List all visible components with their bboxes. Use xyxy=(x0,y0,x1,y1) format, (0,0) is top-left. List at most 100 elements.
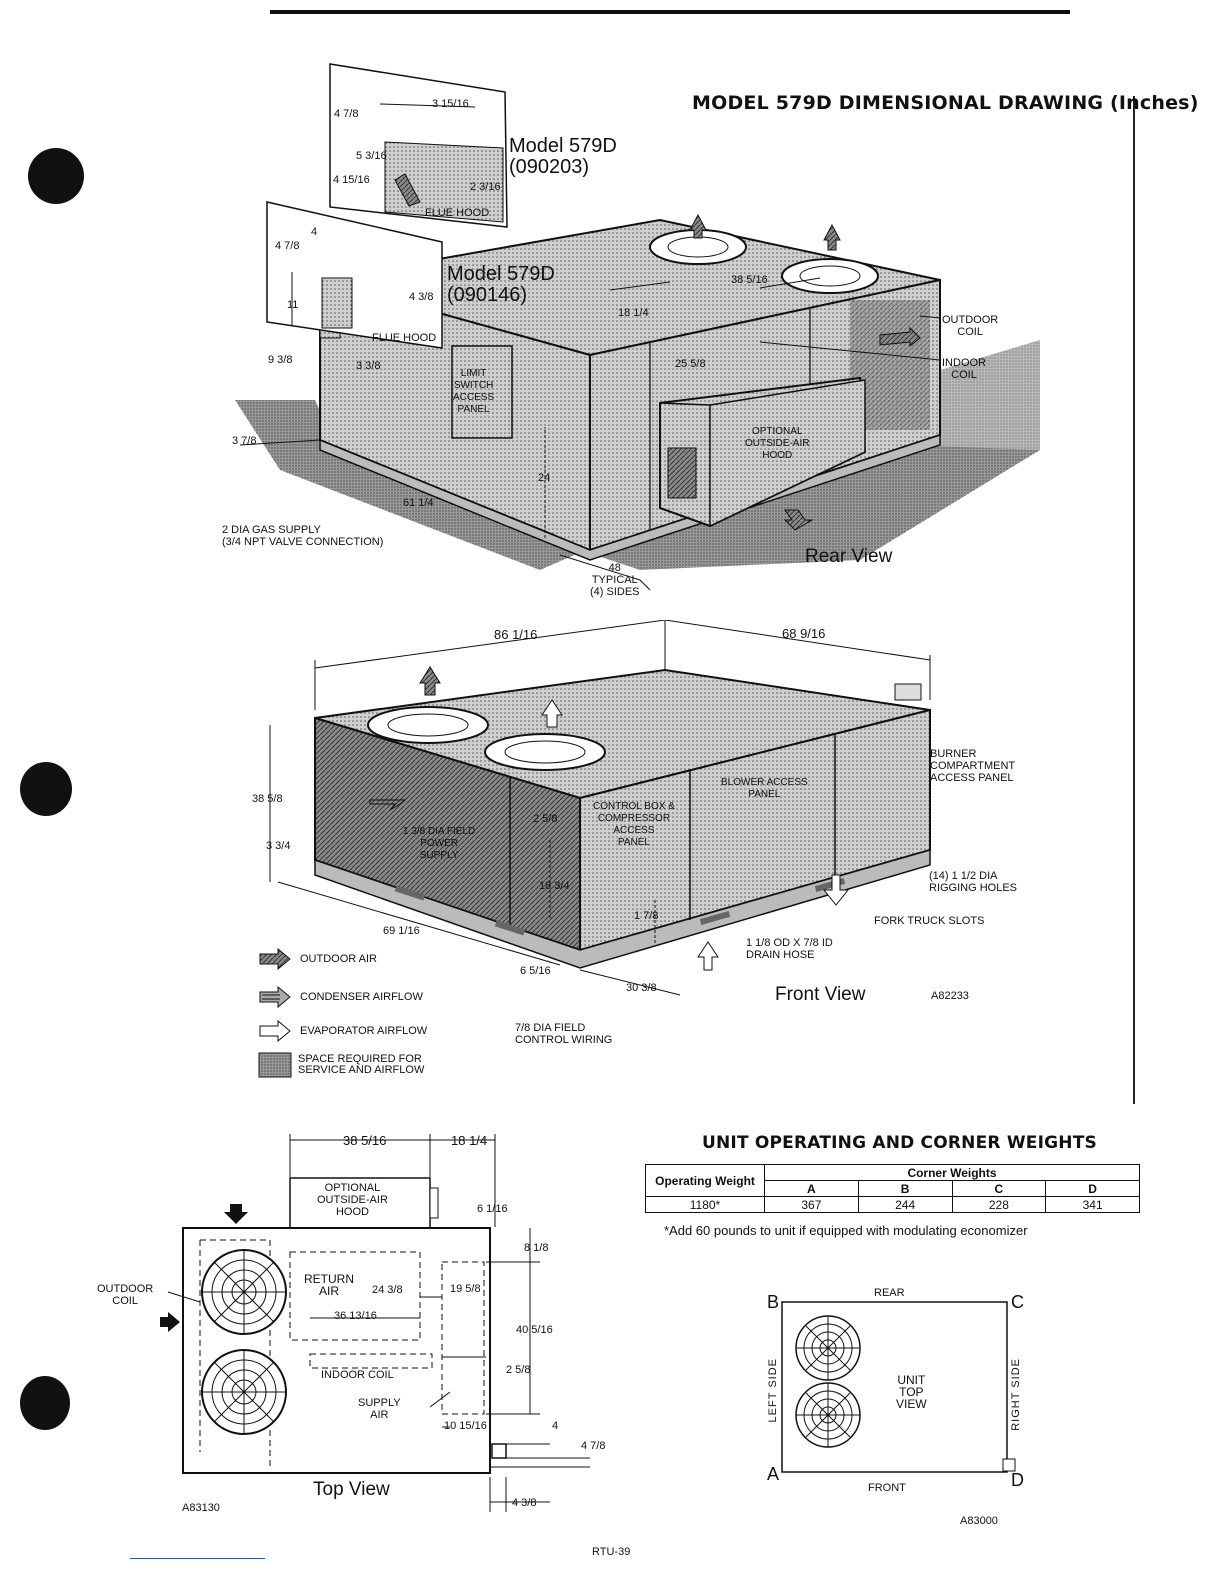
rear-dim-d6: 4 xyxy=(311,226,318,238)
col-c-header: C xyxy=(951,1180,1047,1197)
corner-d-cell: 341 xyxy=(1045,1196,1140,1213)
top-dim-t1: 38 5/16 xyxy=(343,1133,387,1148)
legend: OUTDOOR AIR CONDENSER AIRFLOW EVAPORATOR… xyxy=(258,946,518,1082)
weights-table: Operating Weight Corner Weights A B C D … xyxy=(645,1164,1140,1213)
control-panel-label: CONTROL BOX & COMPRESSOR ACCESS PANEL xyxy=(593,801,675,848)
corner-a-label: A xyxy=(767,1464,780,1484)
table-row: 1180* 367 244 228 341 xyxy=(645,1196,1140,1213)
top-dim-t11: 4 xyxy=(552,1420,559,1432)
front-view-drawing xyxy=(269,620,931,996)
rear-dim-d1: 4 7/8 xyxy=(334,108,359,120)
top-rule xyxy=(270,10,1070,14)
rear-dim-d16: 25 5/8 xyxy=(675,358,706,370)
corner-weights-header: Corner Weights xyxy=(764,1164,1140,1181)
rear-dim-d2: 3 15/16 xyxy=(432,98,469,110)
page-number: RTU-39 xyxy=(592,1546,631,1558)
operating-weight-cell: 1180* xyxy=(645,1196,765,1213)
top-view-drawing xyxy=(160,1134,590,1512)
front-dim-d4: 69 1/16 xyxy=(383,925,420,937)
model-a-label: Model 579D (090203) xyxy=(509,136,617,178)
top-dim-t13: 4 3/8 xyxy=(512,1497,537,1509)
limit-switch-panel-label: LIMIT SWITCH ACCESS PANEL xyxy=(453,368,495,415)
weights-note: *Add 60 pounds to unit if equipped with … xyxy=(664,1223,1028,1238)
legend-item: EVAPORATOR AIRFLOW xyxy=(258,1014,518,1048)
legend-item: SPACE REQUIRED FOR SERVICE AND AIRFLOW xyxy=(258,1048,518,1082)
rear-flue-detail-lower xyxy=(266,201,443,349)
front-view-code: A82233 xyxy=(931,990,969,1002)
legend-item: OUTDOOR AIR xyxy=(258,946,518,972)
rear-dim-d14: 18 1/4 xyxy=(618,307,649,319)
front-dim-d2: 18 3/4 xyxy=(539,880,570,892)
right-rule xyxy=(1133,96,1135,1104)
rear-dim-d11: 9 3/8 xyxy=(268,354,293,366)
corner-front-label: FRONT xyxy=(868,1482,906,1494)
corner-c-cell: 228 xyxy=(951,1196,1047,1213)
supply-air-label: SUPPLY AIR xyxy=(358,1397,401,1421)
flue-hood-label-upper: FLUE HOOD xyxy=(425,207,490,219)
top-dim-t10: 10 15/16 xyxy=(444,1420,487,1432)
service-space-swatch-icon xyxy=(258,1052,292,1078)
top-view-title: Top View xyxy=(313,1479,390,1500)
model-b-label: Model 579D (090146) xyxy=(447,264,555,306)
binder-hole-3 xyxy=(20,1376,70,1430)
corner-diagram-code: A83000 xyxy=(960,1515,998,1527)
top-dim-t6: 19 5/8 xyxy=(450,1283,481,1295)
col-d-header: D xyxy=(1045,1180,1140,1197)
rear-dim-d12: 3 7/8 xyxy=(232,435,257,447)
legend-label: CONDENSER AIRFLOW xyxy=(300,991,423,1003)
field-power-label: 1 3/8 DIA FIELD POWER SUPPLY xyxy=(403,826,476,861)
top-dim-t5: 24 3/8 xyxy=(372,1284,403,1296)
col-a-header: A xyxy=(764,1180,859,1197)
rear-flue-detail-upper xyxy=(329,63,508,228)
gas-supply-label: 2 DIA GAS SUPPLY (3/4 NPT VALVE CONNECTI… xyxy=(222,524,384,548)
binder-hole-1 xyxy=(28,148,84,204)
blower-panel-label: BLOWER ACCESS PANEL xyxy=(721,777,808,800)
weights-title: UNIT OPERATING AND CORNER WEIGHTS xyxy=(702,1133,1097,1153)
rear-dim-d3: 5 3/16 xyxy=(356,150,387,162)
corner-rear-label: REAR xyxy=(874,1287,905,1299)
rear-indoor-coil-label: INDOOR COIL xyxy=(942,357,986,381)
col-b-header: B xyxy=(857,1180,953,1197)
front-dim-d1: 2 5/8 xyxy=(533,813,558,825)
legend-item: CONDENSER AIRFLOW xyxy=(258,980,518,1014)
corner-b-label: B xyxy=(767,1292,780,1312)
corner-d-label: D xyxy=(1011,1470,1024,1490)
rear-oa-hood-label: OPTIONAL OUTSIDE-AIR HOOD xyxy=(745,426,810,461)
rear-outdoor-coil-label: OUTDOOR COIL xyxy=(942,314,999,338)
legend-label: SPACE REQUIRED FOR SERVICE AND AIRFLOW xyxy=(298,1053,425,1076)
corner-a-cell: 367 xyxy=(764,1196,859,1213)
front-dim-h2: 3 3/4 xyxy=(266,840,291,852)
outdoor-air-arrow-icon xyxy=(259,948,291,970)
model-a-line1: Model 579D xyxy=(509,135,617,157)
front-dim-w2: 68 9/16 xyxy=(782,626,826,641)
model-b-line1: Model 579D xyxy=(447,263,555,285)
rear-dim-d10: 3 3/8 xyxy=(356,360,381,372)
corner-center-label: UNIT TOP VIEW xyxy=(896,1373,927,1411)
top-dim-t12: 4 7/8 xyxy=(581,1440,606,1452)
corner-right-side-label: RIGHT SIDE xyxy=(1010,1358,1022,1431)
model-b-line2: (090146) xyxy=(447,284,528,306)
rear-dim-d8: 11 xyxy=(287,299,299,311)
top-view-code: A83130 xyxy=(182,1502,220,1514)
front-dim-d3: 1 7/8 xyxy=(634,910,659,922)
rear-view-drawing xyxy=(235,213,1040,591)
top-dim-t7: 36 13/16 xyxy=(334,1310,377,1322)
front-dim-h1: 38 5/8 xyxy=(252,793,283,805)
top-dim-t8: 40 5/16 xyxy=(516,1324,553,1336)
rear-dim-d5: 2 3/16 xyxy=(470,181,501,193)
top-dim-t9: 2 5/8 xyxy=(506,1364,531,1376)
burner-panel-label: BURNER COMPARTMENT ACCESS PANEL xyxy=(930,748,1016,784)
bottom-link-rule xyxy=(130,1558,265,1559)
fork-truck-label: FORK TRUCK SLOTS xyxy=(874,915,985,927)
legend-label: OUTDOOR AIR xyxy=(300,953,378,965)
rear-dim-d9: 4 3/8 xyxy=(409,291,434,303)
corner-diagram xyxy=(781,1301,1016,1473)
evaporator-airflow-arrow-icon xyxy=(259,1020,291,1042)
flue-hood-label-lower: FLUE HOOD xyxy=(372,332,437,344)
top-oa-hood-label: OPTIONAL OUTSIDE-AIR HOOD xyxy=(317,1182,388,1218)
corner-c-label: C xyxy=(1011,1292,1024,1312)
top-outdoor-coil-label: OUTDOOR COIL xyxy=(97,1283,154,1307)
top-dim-t2: 18 1/4 xyxy=(451,1133,488,1148)
indoor-coil-label: INDOOR COIL xyxy=(321,1369,394,1381)
legend-label: EVAPORATOR AIRFLOW xyxy=(300,1025,428,1037)
